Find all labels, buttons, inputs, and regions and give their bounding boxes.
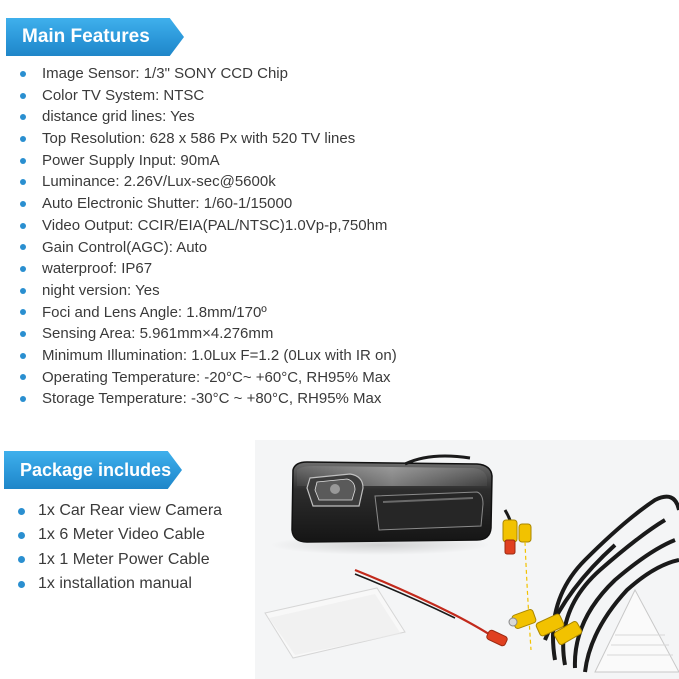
feature-text: Foci and Lens Angle: 1.8mm/170º: [42, 303, 267, 321]
package-includes-title: Package includes: [20, 459, 172, 480]
bullet-icon: [20, 222, 26, 229]
bullet-icon: [20, 287, 26, 294]
feature-text: Image Sensor: 1/3" SONY CCD Chip: [42, 65, 288, 82]
feature-item: Image Sensor: 1/3" SONY CCD Chip: [20, 63, 397, 85]
package-item: 1x 6 Meter Video Cable: [18, 523, 222, 547]
bullet-icon: [18, 531, 25, 539]
feature-text: Storage Temperature: -30°C ~ +80°C, RH95…: [42, 390, 382, 408]
bullet-icon: [20, 396, 26, 403]
package-text: 1x Car Rear view Camera: [38, 502, 223, 519]
package-text: 1x installation manual: [38, 574, 192, 592]
feature-item: Video Output: CCIR/EIA(PAL/NTSC)1.0Vp-p,…: [20, 215, 397, 237]
main-features-title: Main Features: [22, 26, 150, 47]
feature-item: Operating Temperature: -20°C~ +60°C, RH9…: [20, 367, 397, 389]
feature-text: Power Supply Input: 90mA: [42, 151, 220, 169]
feature-item: Foci and Lens Angle: 1.8mm/170º: [20, 302, 397, 324]
package-includes-banner: Package includes: [4, 451, 182, 489]
feature-item: Color TV System: NTSC: [20, 85, 397, 107]
bullet-icon: [20, 309, 26, 316]
feature-item: night version: Yes: [20, 280, 397, 302]
package-item: 1x installation manual: [18, 572, 222, 596]
bullet-icon: [20, 331, 26, 338]
feature-text: Operating Temperature: -20°C~ +60°C, RH9…: [42, 368, 391, 386]
main-features-banner: Main Features: [6, 18, 184, 56]
package-item: 1x 1 Meter Power Cable: [18, 548, 222, 572]
feature-text: Video Output: CCIR/EIA(PAL/NTSC)1.0Vp-p,…: [42, 216, 388, 234]
package-item: 1x Car Rear view Camera: [18, 499, 222, 523]
package-includes-list: 1x Car Rear view Camera 1x 6 Meter Video…: [18, 499, 222, 596]
bullet-icon: [18, 507, 25, 515]
feature-item: Auto Electronic Shutter: 1/60-1/15000: [20, 193, 397, 215]
feature-item: Sensing Area: 5.961mm×4.276mm: [20, 323, 397, 345]
bullet-icon: [20, 114, 26, 121]
feature-text: Top Resolution: 628 x 586 Px with 520 TV…: [42, 130, 356, 148]
feature-item: Gain Control(AGC): Auto: [20, 237, 397, 259]
bullet-icon: [20, 200, 26, 207]
feature-item: Minimum Illumination: 1.0Lux F=1.2 (0Lux…: [20, 345, 397, 367]
main-features-list: Image Sensor: 1/3" SONY CCD Chip Color T…: [20, 63, 397, 410]
package-text: 1x 1 Meter Power Cable: [38, 550, 210, 568]
feature-text: Gain Control(AGC): Auto: [42, 238, 208, 256]
bullet-icon: [20, 244, 26, 251]
bullet-icon: [20, 157, 26, 164]
bullet-icon: [20, 352, 26, 359]
feature-item: waterproof: IP67: [20, 258, 397, 280]
bullet-icon: [20, 135, 26, 142]
feature-item: distance grid lines: Yes: [20, 106, 397, 128]
feature-item: Power Supply Input: 90mA: [20, 150, 397, 172]
product-illustration: [255, 440, 679, 679]
power-cable-icon: [354, 568, 508, 647]
feature-text: distance grid lines: Yes: [42, 108, 195, 126]
rca-connector-icon: [508, 609, 583, 645]
bullet-icon: [20, 70, 26, 77]
feature-item: Storage Temperature: -30°C ~ +80°C, RH95…: [20, 388, 397, 410]
bullet-icon: [20, 266, 26, 273]
bullet-icon: [18, 556, 25, 564]
feature-item: Top Resolution: 628 x 586 Px with 520 TV…: [20, 128, 397, 150]
feature-item: Luminance: 2.26V/Lux-sec@5600k: [20, 171, 397, 193]
rear-camera-icon: [270, 454, 493, 555]
bullet-icon: [20, 179, 26, 186]
bullet-icon: [20, 92, 26, 99]
warranty-label-icon: [594, 588, 679, 673]
feature-text: Luminance: 2.26V/Lux-sec@5600k: [42, 173, 276, 191]
feature-text: Auto Electronic Shutter: 1/60-1/15000: [42, 195, 293, 213]
feature-text: waterproof: IP67: [42, 260, 153, 278]
package-text: 1x 6 Meter Video Cable: [38, 526, 205, 544]
camera-cable-icon: [502, 509, 532, 651]
feature-text: Minimum Illumination: 1.0Lux F=1.2 (0Lux…: [42, 346, 397, 364]
feature-text: Sensing Area: 5.961mm×4.276mm: [42, 325, 274, 343]
bullet-icon: [18, 580, 25, 588]
installation-manual-icon: [264, 587, 406, 659]
bullet-icon: [20, 374, 26, 381]
feature-text: night version: Yes: [42, 281, 160, 299]
feature-text: Color TV System: NTSC: [42, 86, 205, 104]
